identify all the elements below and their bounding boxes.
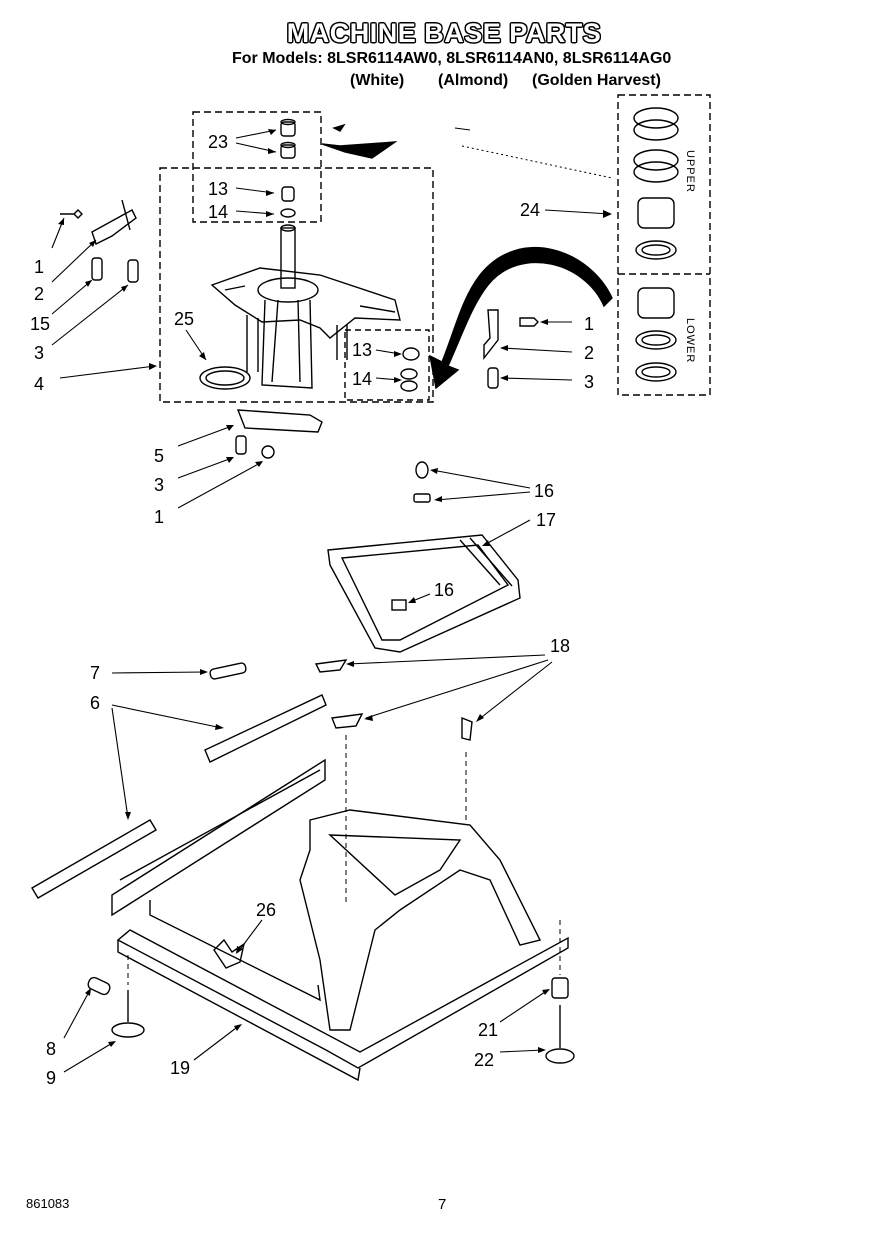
label-9: 9 [46, 1068, 57, 1088]
label-2-right: 2 [584, 343, 595, 363]
part-13b [402, 347, 420, 361]
part-18-clip-c [461, 716, 473, 741]
label-3-left: 3 [34, 343, 45, 363]
label-3-right: 3 [584, 372, 595, 392]
lower-bracket-parts [235, 409, 323, 459]
page-number: 7 [438, 1196, 447, 1213]
part-8-foot [87, 976, 111, 996]
left-bracket-parts [60, 199, 139, 283]
label-25: 25 [174, 309, 195, 329]
label-23: 23 [208, 132, 229, 152]
label-19: 19 [170, 1058, 191, 1078]
label-17: 17 [536, 510, 557, 530]
label-1-left: 1 [34, 257, 45, 277]
label-16-frame: 16 [434, 580, 455, 600]
finish-almond: (Almond) [438, 72, 509, 89]
label-24: 24 [520, 200, 541, 220]
bearing-inset-lower [635, 287, 677, 382]
label-26: 26 [256, 900, 277, 920]
finish-golden-harvest: (Golden Harvest) [532, 72, 661, 89]
label-18: 18 [550, 636, 571, 656]
part-9-leveling-leg [111, 990, 145, 1038]
document-code: 861083 [26, 1196, 70, 1211]
part-22-leveling-leg [545, 1005, 575, 1064]
top-detail-box [192, 111, 322, 223]
label-22: 22 [474, 1050, 495, 1070]
label-2-left: 2 [34, 284, 45, 304]
upper-label: UPPER [684, 150, 696, 193]
label-21: 21 [478, 1020, 499, 1040]
label-3-lower: 3 [154, 475, 165, 495]
label-16-top: 16 [534, 481, 555, 501]
big-arrow-top [321, 141, 398, 159]
part-14b-b [400, 380, 418, 392]
transmission-box [159, 167, 434, 403]
bearing-inset-box [617, 94, 711, 396]
part-18-clip-a [314, 659, 348, 673]
page-title: MACHINE BASE PARTS [286, 18, 602, 48]
part-23-caps [280, 118, 296, 159]
part-18-clip-b [331, 713, 364, 729]
big-arrow-right [429, 247, 613, 390]
label-7: 7 [90, 663, 101, 683]
part-14 [280, 208, 296, 218]
leader-lines [51, 129, 611, 1073]
bearing-inset-upper [633, 107, 679, 260]
label-15: 15 [30, 314, 51, 334]
part-16-clip-a [415, 461, 429, 479]
transmission [210, 224, 401, 389]
label-13: 13 [208, 179, 229, 199]
part-16-clip-b [413, 493, 431, 503]
part-6-long-strap [31, 819, 157, 899]
part-7-spring [209, 662, 247, 680]
right-bracket-parts [483, 309, 539, 389]
part-6-strap [204, 694, 327, 763]
inner-detail-box [344, 329, 430, 401]
part-21-foot [551, 977, 569, 999]
label-1-lower: 1 [154, 507, 165, 527]
label-1-right: 1 [584, 314, 595, 334]
part-19-base [111, 758, 569, 1082]
label-4: 4 [34, 374, 45, 394]
label-13-detail: 13 [352, 340, 373, 360]
part-25-ring [199, 366, 251, 390]
label-5: 5 [154, 446, 165, 466]
models-line: For Models: 8LSR6114AW0, 8LSR6114AN0, 8L… [232, 50, 672, 67]
arrowheads [58, 129, 612, 1053]
part-13 [281, 186, 295, 202]
part-16-clip-c [391, 599, 407, 611]
label-8: 8 [46, 1039, 57, 1059]
lower-label: LOWER [684, 318, 696, 364]
part-14b-a [400, 368, 418, 380]
part-17-frame [327, 534, 521, 653]
label-14: 14 [208, 202, 229, 222]
finish-white: (White) [350, 72, 405, 89]
label-6: 6 [90, 693, 101, 713]
label-14-detail: 14 [352, 369, 373, 389]
